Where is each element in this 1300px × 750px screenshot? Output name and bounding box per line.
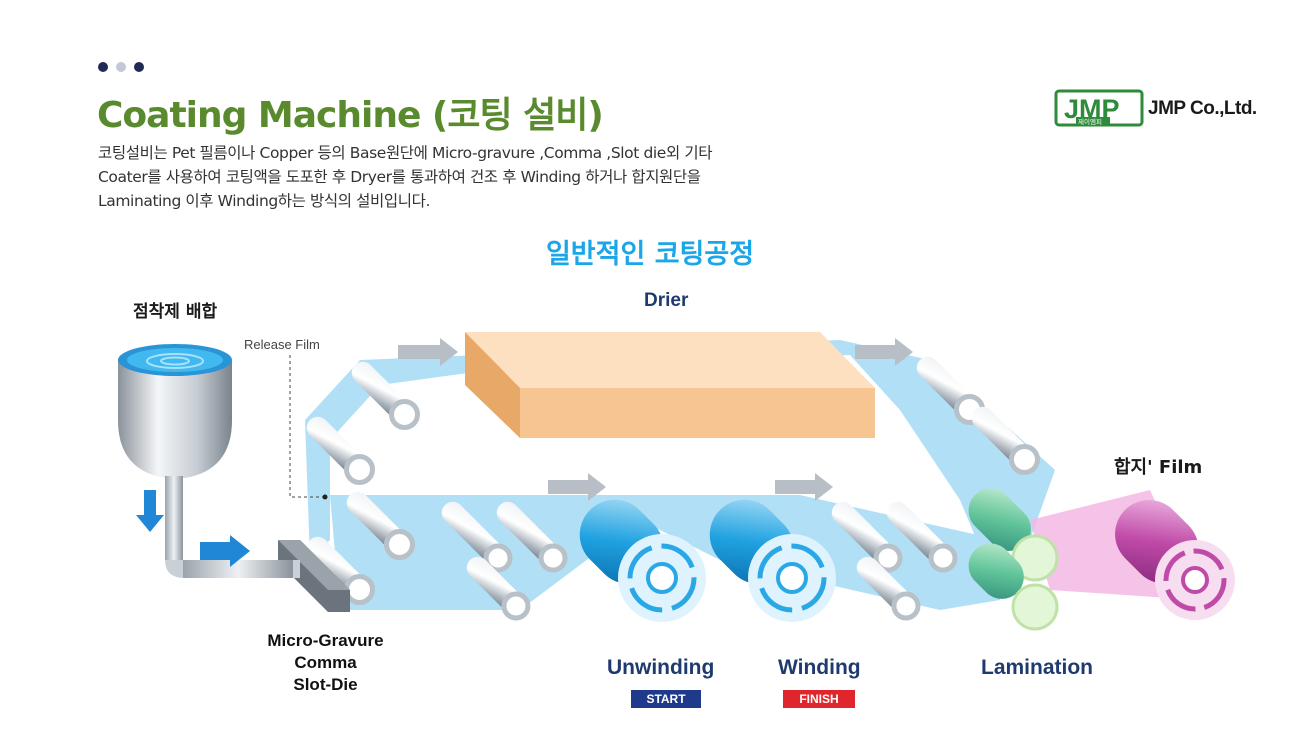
finish-badge: FINISH <box>783 690 855 708</box>
release-film-label: Release Film <box>244 337 320 352</box>
company-logo: JMP 제이엠피 JMP Co.,Ltd. <box>1054 89 1269 129</box>
winding-roll <box>709 499 836 622</box>
unwinding-roll <box>579 499 706 622</box>
mixing-tank <box>118 344 300 578</box>
idler-rolls <box>306 356 1040 621</box>
lamination-label: Lamination <box>981 656 1094 679</box>
adhesive-flow-arrows <box>136 490 250 567</box>
laminate-film-roll <box>1115 500 1235 620</box>
adhesive-mixing-label: 점착제 배합 <box>133 302 218 322</box>
company-name: JMP Co.,Ltd. <box>1148 98 1257 119</box>
coater-head <box>278 540 350 612</box>
jmp-logo-icon: JMP 제이엠피 <box>1054 89 1144 127</box>
dot-inactive <box>116 62 126 72</box>
coater-line: Comma <box>294 653 357 672</box>
dot-active <box>98 62 108 72</box>
drier-box <box>465 332 875 438</box>
description-line: Laminating 이후 Winding하는 방식의 설비입니다. <box>98 192 430 210</box>
flow-arrows <box>398 338 913 501</box>
diagram-title: 일반적인 코팅공정 <box>545 239 755 270</box>
description-line: 코팅설비는 Pet 필름이나 Copper 등의 Base원단에 Micro-g… <box>98 144 713 162</box>
start-badge: START <box>631 690 701 708</box>
description-line: Coater를 사용하여 코팅액을 도포한 후 Dryer를 통과하여 건조 후… <box>98 168 701 186</box>
logo-mark-subtext: 제이엠피 <box>1078 117 1102 126</box>
description: 코팅설비는 Pet 필름이나 Copper 등의 Base원단에 Micro-g… <box>98 141 798 213</box>
winding-label: Winding <box>778 656 861 679</box>
lamination-rolls <box>968 488 1059 631</box>
page-title: Coating Machine (코팅 설비) <box>97 95 604 136</box>
drier-label: Drier <box>644 290 689 311</box>
unwinding-label: Unwinding <box>607 656 715 679</box>
coater-label: Micro-Gravure Comma Slot-Die <box>228 630 423 696</box>
dot-active-2 <box>134 62 144 72</box>
pagination-dots <box>98 62 144 72</box>
laminate-film-label: 합지' Film <box>1114 457 1203 478</box>
coater-line: Slot-Die <box>293 675 358 694</box>
coater-line: Micro-Gravure <box>267 631 384 650</box>
